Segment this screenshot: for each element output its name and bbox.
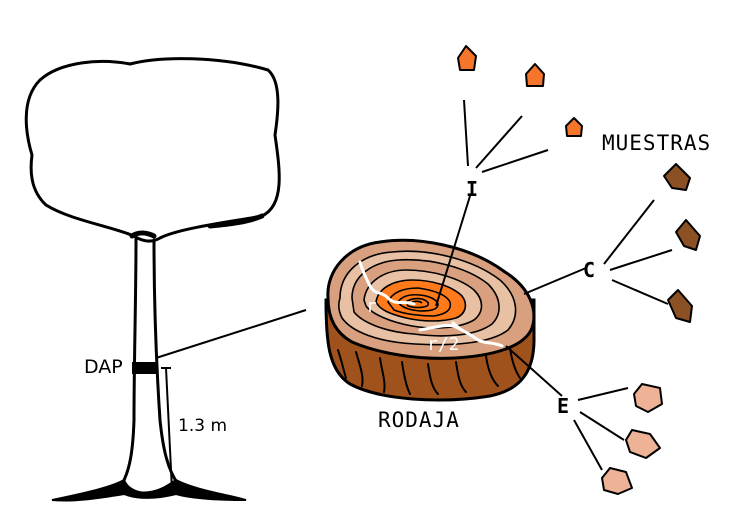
inner-sample-line-1 [463,99,469,167]
tree [24,57,281,502]
inner-connector [435,195,471,307]
growth-rings [337,250,517,346]
center-sample-1 [663,163,691,191]
outer-samples [601,383,663,495]
half-radius-label: r/2 [427,334,460,355]
tree-crown [24,57,281,243]
inner-samples [457,45,583,137]
core-tick [451,321,463,331]
height-label: 1.3 m [178,416,227,436]
center-samples [663,163,701,323]
center-sample-line-2 [609,249,673,271]
radius-label: r [366,296,377,317]
outer-sample-3 [601,467,633,495]
outer-sample-line-1 [577,387,629,401]
rodaja-label: RODAJA [378,408,460,432]
dap-connector [155,309,307,359]
rodaja-slice [324,238,536,402]
tree-crown-accent [129,213,265,239]
bark-texture [337,347,521,395]
zone-outer-label: E [557,394,570,418]
muestras-label: MUESTRAS [602,131,712,155]
radius-marks [358,260,504,348]
zone-inner-label: I [466,177,479,201]
center-connector [523,267,587,295]
center-sample-3 [667,289,693,323]
center-sample-line-1 [603,199,655,265]
inner-sample-1 [457,45,477,71]
outer-sample-1 [633,383,663,413]
center-sample-2 [675,219,701,251]
tree-trunk [120,236,180,486]
connectors [435,99,673,471]
inner-sample-line-2 [475,115,523,169]
tree-roots [51,478,247,502]
zone-center-label: C [583,258,596,282]
inner-sample-3 [565,117,583,137]
half-radius-line [418,324,504,348]
dap-label: DAP [84,356,123,378]
outer-sample-line-2 [579,411,625,441]
outer-sample-2 [625,429,661,459]
inner-sample-2 [525,63,545,87]
center-sample-line-3 [611,279,669,305]
outer-connector [505,345,563,397]
outer-sample-line-3 [573,419,603,471]
height-marker [161,367,177,491]
dap-band [132,362,158,374]
inner-sample-line-3 [481,149,549,173]
radius-line [358,260,416,306]
